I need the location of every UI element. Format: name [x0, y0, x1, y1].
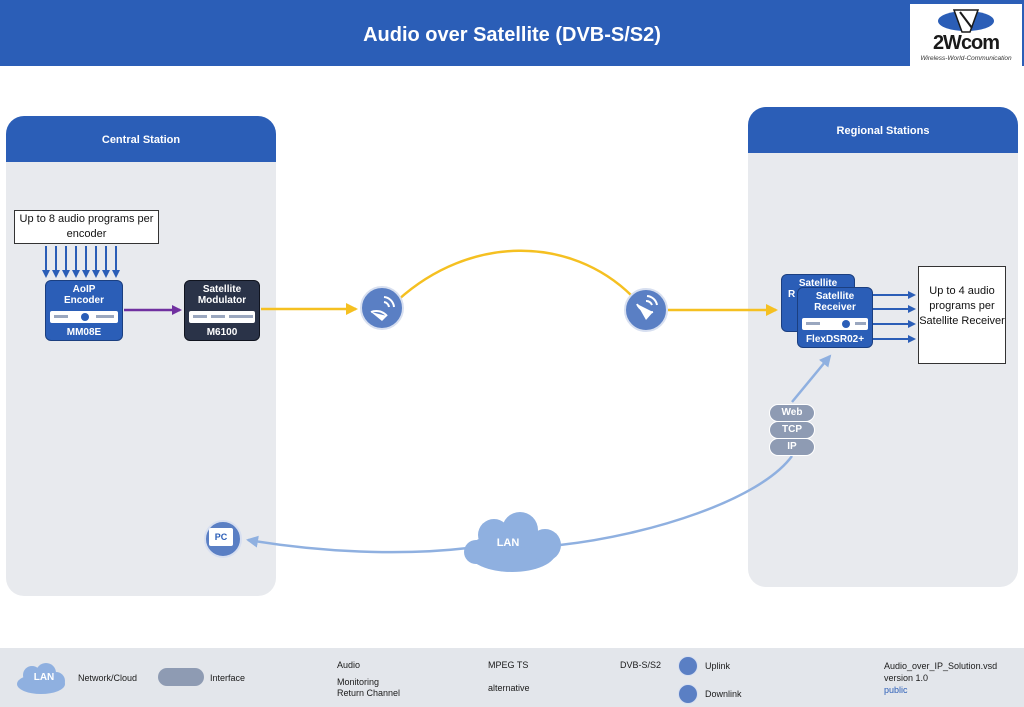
central-station-title: Central Station: [6, 116, 276, 162]
modulator-line2: Modulator: [197, 295, 247, 306]
interface-pill-web: Web: [769, 404, 815, 422]
encoder-line1: AoIP: [72, 284, 96, 295]
header-bar: [0, 0, 1024, 66]
logo-emblem-icon: [938, 9, 994, 33]
receiver-back-line2: R: [788, 289, 796, 300]
legend-monitoring-line1: Monitoring: [337, 677, 380, 687]
modulator-model: M6100: [206, 327, 238, 338]
legend-downlink: Downlink: [705, 689, 742, 699]
lan-cloud-icon: [464, 512, 561, 572]
monitoring-link-lan: [559, 455, 794, 547]
receiver-model: FlexDSR02+: [805, 334, 865, 345]
interface-pill-ip: IP: [769, 438, 815, 456]
logo-wordmark: 2Wcom: [932, 32, 1000, 54]
monitoring-link-receiver: [791, 354, 832, 403]
satellite-modulator-device[interactable]: Satellite Modulator M6100: [184, 280, 260, 341]
satellite-arc: [397, 249, 633, 301]
audio-output-arrows: [873, 291, 916, 343]
legend-audio: Audio: [337, 660, 361, 670]
legend-interface-pill: [158, 668, 204, 686]
modulator-line1: Satellite: [202, 284, 242, 295]
satellite-receiver-device[interactable]: Satellite Receiver FlexDSR02+: [797, 287, 873, 348]
receiver-note: Up to 4 audio programs per Satellite Rec…: [918, 266, 1006, 364]
encoder-note: Up to 8 audio programs per encoder: [14, 210, 159, 244]
legend-footer: [0, 648, 1024, 707]
lan-label: LAN: [496, 537, 520, 549]
interface-pill-tcp: TCP: [769, 421, 815, 439]
pc-label: PC: [209, 528, 233, 546]
file-info: Audio_over_IP_Solution.vsd version 1.0 p…: [884, 660, 997, 696]
file-version: version 1.0: [884, 673, 929, 683]
modulator-front-panel: [189, 311, 255, 323]
legend-downlink-icon: [678, 684, 698, 704]
brand-logo: 2Wcom Wireless-World-Communication: [910, 4, 1022, 66]
legend-uplink-icon: [678, 656, 698, 676]
aoip-encoder-device[interactable]: AoIP Encoder MM08E: [45, 280, 123, 341]
legend-uplink: Uplink: [705, 661, 731, 671]
legend-mpeg-ts: MPEG TS: [488, 660, 529, 670]
encoder-model: MM08E: [66, 327, 102, 338]
logo-tagline: Wireless-World-Communication: [920, 55, 1012, 62]
legend-network-cloud: Network/Cloud: [78, 673, 138, 683]
downlink-dish-icon: [624, 288, 668, 332]
file-classification: public: [884, 685, 908, 695]
legend-cloud-icon: [17, 663, 65, 694]
file-name: Audio_over_IP_Solution.vsd: [884, 661, 998, 671]
encoder-front-panel: [50, 311, 118, 323]
central-station-panel: [6, 116, 276, 596]
page-title: Audio over Satellite (DVB-S/S2): [363, 24, 661, 46]
legend-monitoring-line2: Return Channel: [337, 688, 401, 698]
regional-stations-title: Regional Stations: [748, 107, 1018, 153]
uplink-dish-icon: [360, 286, 404, 330]
monitoring-link-pc: [246, 535, 469, 554]
legend-monitoring: Monitoring Return Channel: [337, 677, 400, 699]
legend-interface: Interface: [210, 673, 246, 683]
encoder-line2: Encoder: [63, 295, 104, 306]
audio-input-arrows: [42, 246, 120, 278]
legend-dvbs: DVB-S/S2: [620, 660, 662, 670]
legend-cloud-label: LAN: [33, 672, 55, 683]
receiver-front-panel: [802, 318, 868, 330]
legend-alternative: alternative: [488, 683, 530, 693]
receiver-line2: Receiver: [814, 302, 856, 313]
receiver-back-line1: Satellite: [798, 278, 838, 289]
receiver-line1: Satellite: [815, 291, 855, 302]
